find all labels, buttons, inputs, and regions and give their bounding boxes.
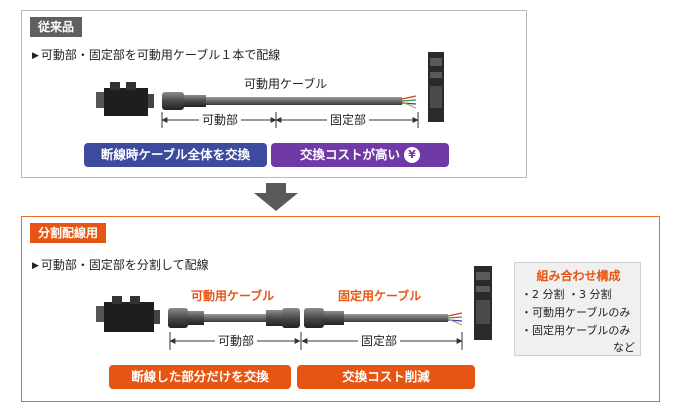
combination-item: ・2 分割 ・3 分割 <box>521 288 612 301</box>
conventional-motor <box>96 82 154 116</box>
conventional-description: ▶可動部・固定部を可動用ケーブル１本で配線 <box>32 48 280 63</box>
conventional-description-text: 可動部・固定部を可動用ケーブル１本で配線 <box>40 48 281 62</box>
conventional-cable-label: 可動用ケーブル <box>244 77 328 91</box>
split-motor <box>96 296 160 332</box>
high-cost-pill: 交換コストが高い ¥ <box>271 143 449 167</box>
split-movable-cable <box>168 308 300 328</box>
split-driver <box>474 266 492 340</box>
cost-reduction-pill: 交換コスト削減 <box>297 365 475 389</box>
movable-cable-label: 可動用ケーブル <box>191 289 275 303</box>
combination-item: ・固定用ケーブルのみ <box>521 324 631 337</box>
triangle-bullet-icon: ▶ <box>32 51 39 61</box>
conventional-driver <box>428 52 444 122</box>
replace-whole-cable-pill: 断線時ケーブル全体を交換 <box>84 143 267 167</box>
yen-icon: ¥ <box>404 147 420 163</box>
combination-item: ・可動用ケーブルのみ <box>521 306 631 319</box>
split-fixed-cable <box>304 308 463 328</box>
split-wiring-description-text: 可動部・固定部を分割して配線 <box>40 258 209 272</box>
down-arrow-icon <box>254 183 298 211</box>
triangle-bullet-icon: ▶ <box>32 261 39 271</box>
split-wiring-tag: 分割配線用 <box>30 223 107 243</box>
conventional-tag: 従来品 <box>30 17 83 37</box>
combination-box: 組み合わせ構成 ・2 分割 ・3 分割 ・可動用ケーブルのみ ・固定用ケーブルの… <box>514 262 641 356</box>
conventional-movable-label: 可動部 <box>199 113 242 127</box>
replace-broken-part-pill: 断線した部分だけを交換 <box>109 365 291 389</box>
conventional-fixed-label: 固定部 <box>327 113 370 127</box>
combination-item-etc: など <box>613 341 635 354</box>
combination-title: 組み合わせ構成 <box>536 269 621 283</box>
conventional-cable <box>162 92 417 110</box>
split-movable-label: 可動部 <box>215 334 258 348</box>
high-cost-text: 交換コストが高い <box>299 147 400 162</box>
split-fixed-label: 固定部 <box>358 334 401 348</box>
fixed-cable-label: 固定用ケーブル <box>338 289 422 303</box>
split-wiring-description: ▶可動部・固定部を分割して配線 <box>32 258 209 273</box>
